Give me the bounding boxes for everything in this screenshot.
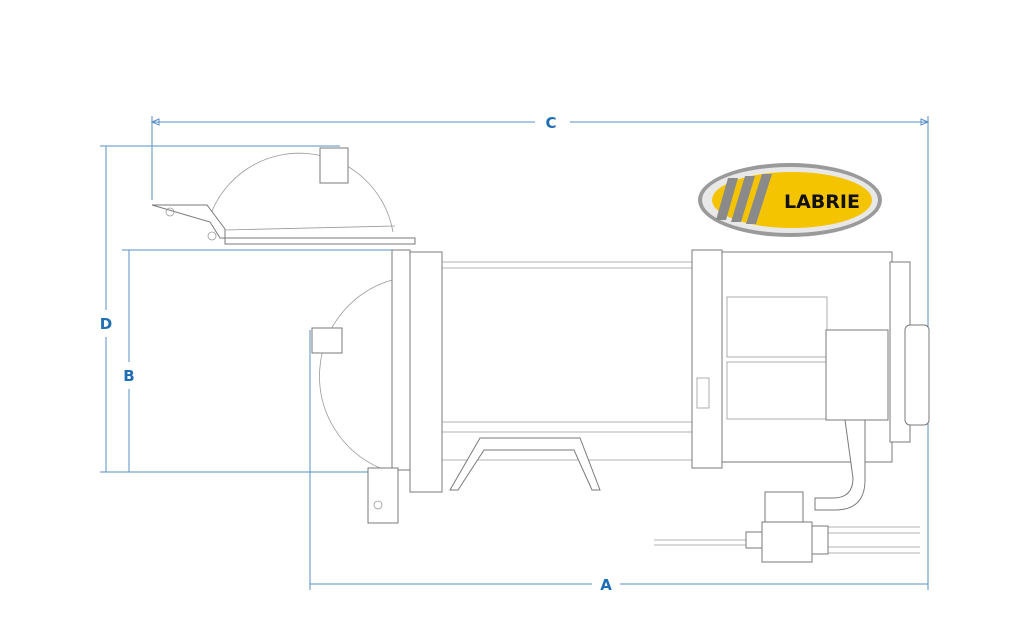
logo-text: LABRIE bbox=[784, 191, 860, 213]
dimension-label-d: D bbox=[100, 315, 112, 333]
dimension-label-a: A bbox=[600, 576, 612, 594]
lowered-arm bbox=[311, 249, 443, 524]
raised-arm bbox=[151, 147, 416, 245]
dimension-label-c: C bbox=[545, 114, 556, 132]
dimension-label-b: B bbox=[123, 367, 134, 385]
dimension-b: B bbox=[122, 249, 400, 472]
valve-assembly bbox=[654, 491, 920, 563]
dimension-a: A bbox=[309, 330, 928, 594]
hopper-body bbox=[442, 249, 930, 511]
dimension-d: D bbox=[100, 145, 380, 473]
labrie-logo: LABRIE bbox=[698, 163, 882, 237]
